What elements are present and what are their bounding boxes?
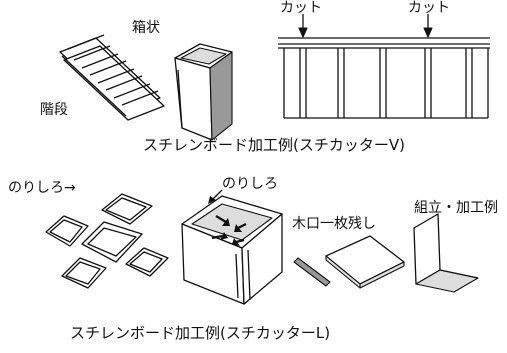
assembly-drawing xyxy=(413,213,479,293)
tall-box-drawing xyxy=(174,43,233,141)
stairs-label: 階段 xyxy=(40,102,68,118)
cut-label-left: カット xyxy=(280,0,322,16)
margin-label-center: のりしろ xyxy=(222,176,278,192)
open-cube-drawing xyxy=(181,195,283,305)
tiles-drawing xyxy=(45,193,169,289)
stairs-drawing xyxy=(59,34,165,121)
wood-label: 木口一枚残し xyxy=(292,216,376,232)
box-label: 箱状 xyxy=(132,20,160,36)
cut-label-right: カット xyxy=(408,0,450,16)
v-cut-board-drawing xyxy=(278,14,490,119)
assembly-label: 組立・加工例 xyxy=(414,200,498,216)
margin-label-left: のりしろ→ xyxy=(8,180,76,196)
caption-v: スチレンボード加工例(スチカッターV) xyxy=(143,136,405,154)
caption-l: スチレンボード加工例(スチカッターL) xyxy=(70,324,331,342)
wood-edge-drawing xyxy=(293,235,405,289)
